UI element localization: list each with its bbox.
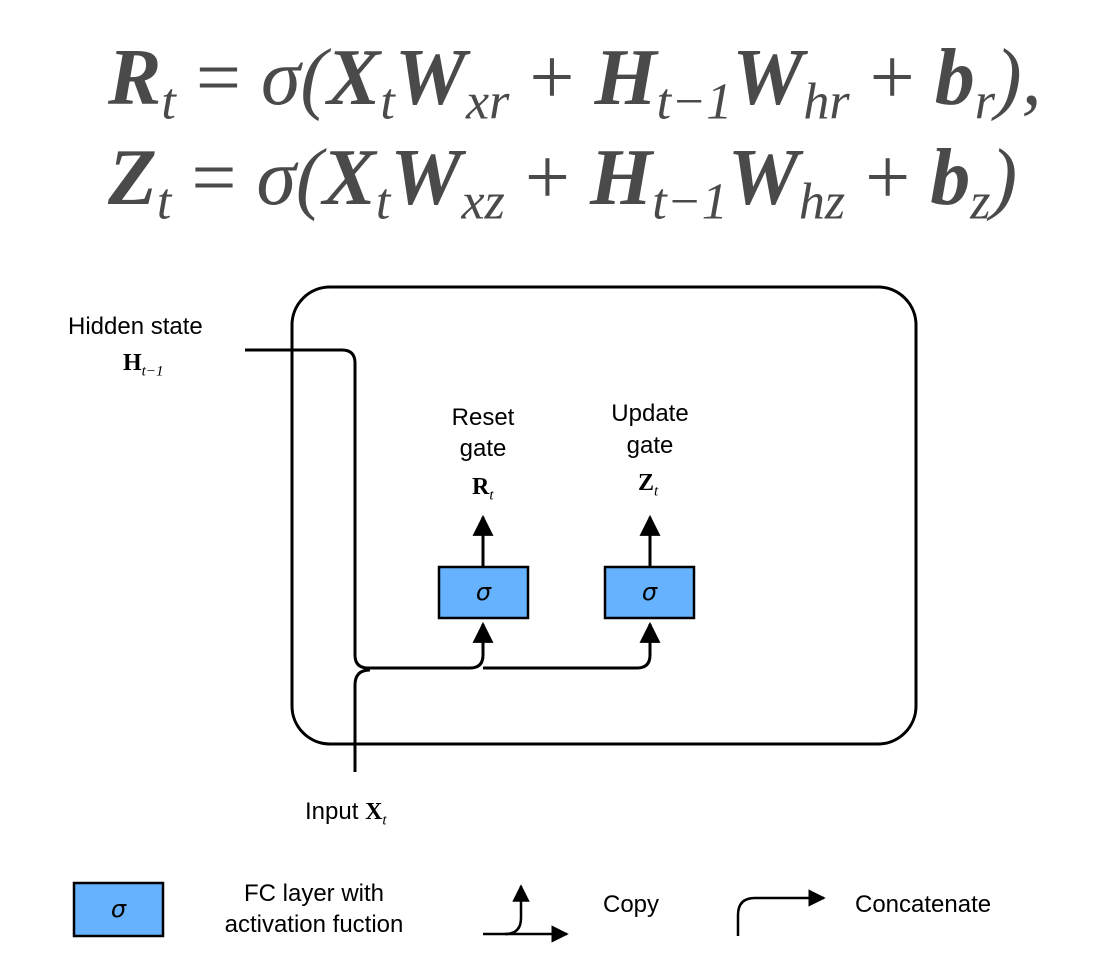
reset-gate-symbol: Rt [472, 474, 494, 504]
input-line [353, 668, 371, 772]
legend-fc-sigma: σ [110, 895, 127, 923]
legend-concatenate-icon [736, 889, 826, 936]
update-gate-label: Update gate [611, 400, 689, 459]
reset-gate-equation: Rt = σ(XtWxr + Ht−1Whr + br), [108, 34, 1042, 131]
reset-gate-label: Reset gate [451, 404, 515, 462]
update-gate-sigma: σ [641, 578, 658, 606]
hidden-state-line [245, 348, 494, 670]
legend-copy-label: Copy [603, 891, 660, 918]
hidden-state-symbol: Ht−1 [123, 350, 164, 380]
hidden-to-update-line [483, 621, 661, 670]
legend-copy-branch [504, 884, 530, 936]
update-gate-symbol: Zt [638, 470, 659, 500]
update-gate-equation: Zt = σ(XtWxz + Ht−1Whz + bz) [108, 134, 1018, 231]
reset-gate-sigma: σ [475, 578, 492, 606]
input-label: Input Xt [305, 798, 387, 829]
hidden-state-label: Hidden state [68, 313, 203, 340]
gru-cell-boundary [290, 285, 918, 746]
legend-fc-box [72, 881, 165, 938]
legend-concatenate-label: Concatenate [855, 891, 992, 918]
reset-gate-fc-box [437, 565, 530, 620]
legend-fc-label: FC layer with activation fuction [224, 880, 404, 938]
